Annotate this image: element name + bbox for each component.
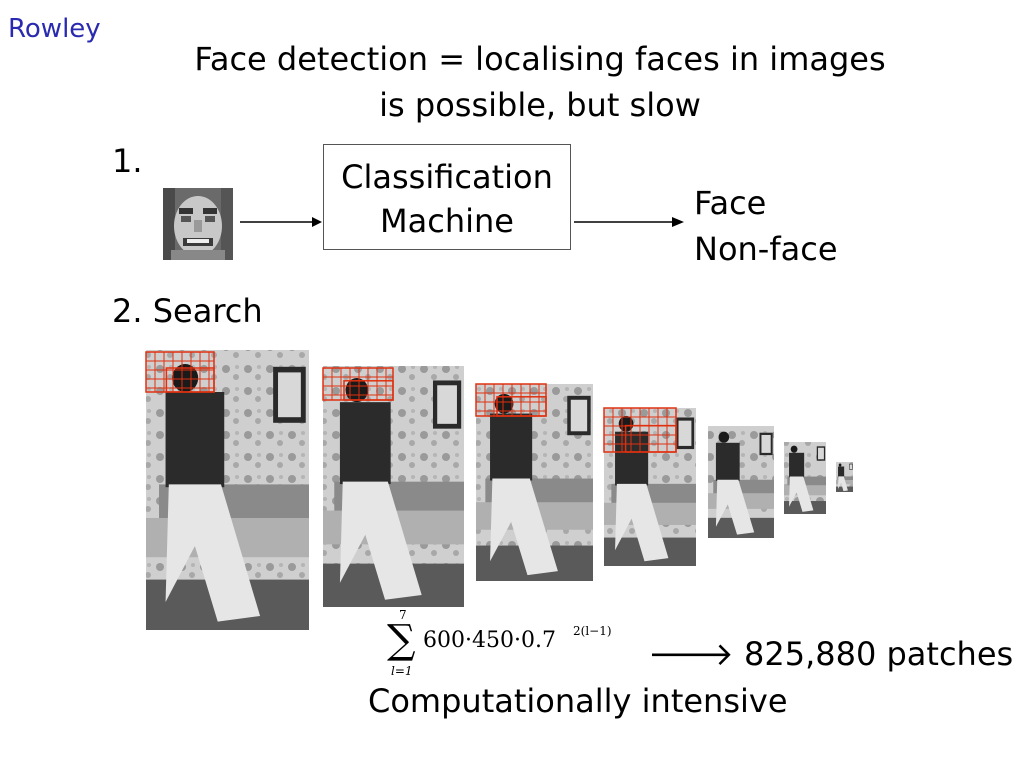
formula-exponent: 2(l−1)	[573, 624, 612, 638]
formula-body: 600·450·0.7	[423, 628, 556, 653]
step-1-label: 1.	[112, 142, 143, 180]
slide-title: Face detection = localising faces in ima…	[140, 36, 940, 128]
sum-lower-limit: l=1	[391, 664, 413, 678]
patch-count-result: 🡒 825,880 patches	[648, 634, 1013, 673]
output-nonface: Non-face	[694, 230, 838, 268]
output-arrow	[574, 217, 684, 227]
sum-symbol: ∑	[387, 617, 416, 663]
classifier-line-1: Classification	[341, 158, 553, 196]
classifier-outputs: Face Non-face	[694, 180, 838, 272]
conclusion-text: Computationally intensive	[368, 682, 788, 720]
classification-machine-box: Classification Machine	[323, 144, 571, 250]
pyramid-level-5	[708, 426, 774, 538]
face-thumbnail-image	[163, 188, 233, 260]
patch-count-text: 825,880 patches	[743, 635, 1014, 673]
image-pyramid	[145, 350, 853, 630]
right-arrow-icon: 🡒	[648, 635, 734, 673]
pyramid-level-6	[784, 442, 826, 514]
pyramid-level-1	[145, 350, 309, 630]
title-line-2: is possible, but slow	[379, 86, 701, 124]
classifier-line-2: Machine	[380, 202, 514, 240]
pyramid-level-3	[475, 383, 593, 581]
sum-upper-limit: 7	[399, 608, 407, 622]
input-arrow	[240, 217, 322, 227]
pyramid-level-4	[603, 407, 696, 566]
author-label: Rowley	[8, 14, 101, 44]
title-line-1: Face detection = localising faces in ima…	[194, 40, 886, 78]
pyramid-level-2	[322, 366, 464, 607]
output-face: Face	[694, 184, 767, 222]
pyramid-level-7	[836, 462, 853, 492]
patch-count-formula: 7 ∑ l=1 600·450·0.7 2(l−1)	[387, 608, 612, 678]
step-2-label: 2. Search	[112, 292, 263, 330]
